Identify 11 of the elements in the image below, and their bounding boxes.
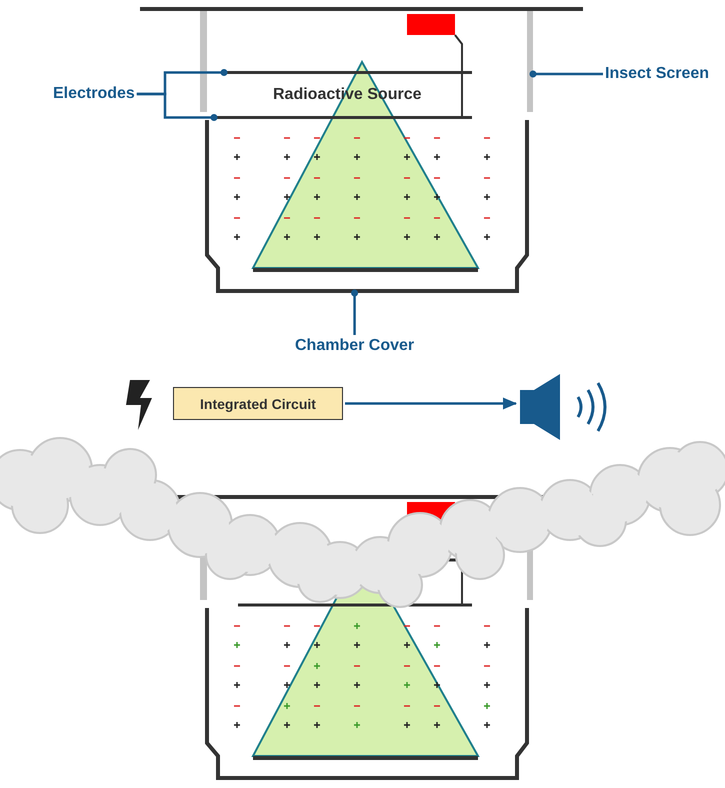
callout-label: Electrodes <box>53 85 135 103</box>
chamber-cover <box>205 118 529 293</box>
callout-label: Insect Screen <box>605 65 710 83</box>
electrode-plate <box>214 116 472 119</box>
callout-label: Chamber Cover <box>295 337 414 355</box>
circuit-box: Integrated Circuit <box>173 387 343 420</box>
arrow <box>345 398 517 410</box>
leader-line <box>136 92 218 121</box>
leader-line <box>530 70 603 78</box>
insect-screen <box>527 11 533 112</box>
leader-line <box>351 290 358 335</box>
